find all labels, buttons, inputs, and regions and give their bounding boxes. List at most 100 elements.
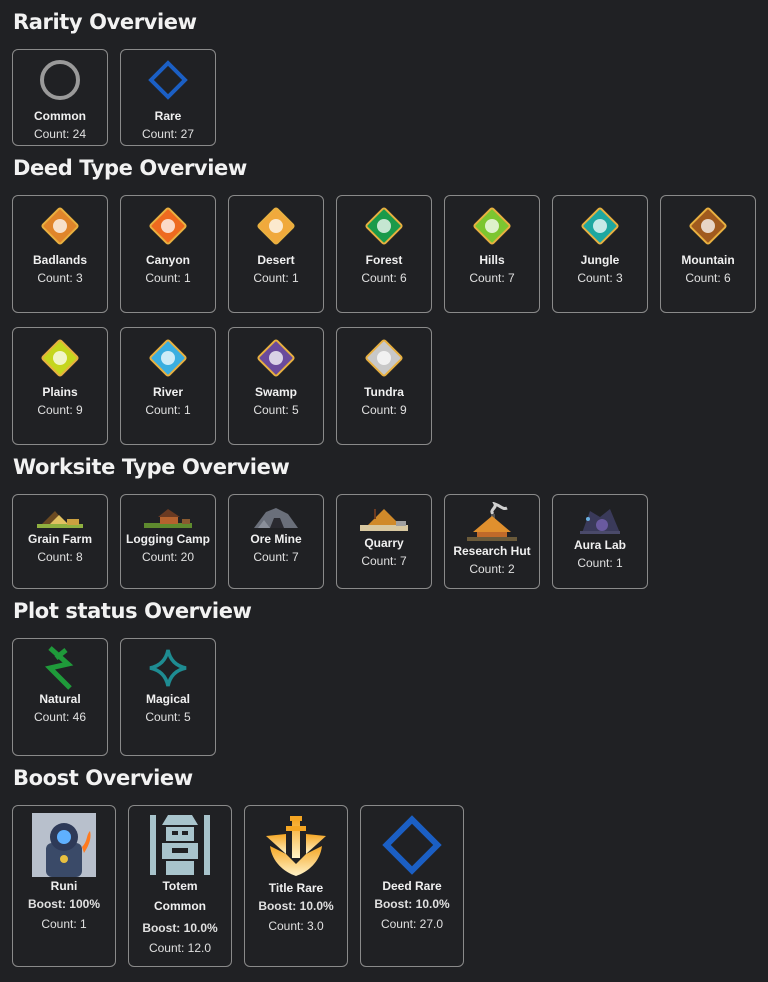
deed-rare-icon	[380, 812, 444, 878]
card-name: Deed Rare	[382, 879, 442, 893]
card-name: Swamp	[254, 385, 297, 399]
card-name: River	[152, 385, 184, 399]
rarity-card-rare[interactable]: Rare Count: 27	[120, 49, 216, 146]
worksite-type-overview-title: Worksite Type Overview	[13, 455, 290, 479]
card-count: Count: 3	[37, 271, 83, 285]
card-count: Count: 1	[577, 556, 623, 570]
card-name: Aura Lab	[573, 538, 626, 552]
card-count: Count: 3	[577, 271, 623, 285]
card-boost: Boost: 100%	[27, 897, 101, 911]
card-count: Count: 9	[361, 403, 407, 417]
card-count: Count: 5	[253, 403, 299, 417]
card-name: Forest	[365, 253, 403, 267]
card-name: Natural	[39, 692, 81, 706]
deed-type-overview-title: Deed Type Overview	[13, 156, 247, 180]
worksite-card-aura-lab[interactable]: Aura Lab Count: 1	[552, 494, 648, 589]
plot-card-magical[interactable]: Magical Count: 5	[120, 638, 216, 756]
plains-icon	[39, 332, 81, 384]
plot-card-natural[interactable]: Natural Count: 46	[12, 638, 108, 756]
diamond-icon	[146, 52, 190, 108]
card-count: Count: 5	[145, 710, 191, 724]
card-count: Count: 1	[41, 917, 87, 931]
circle-icon	[38, 52, 82, 108]
rarity-card-common[interactable]: Common Count: 24	[12, 49, 108, 146]
badlands-icon	[39, 200, 81, 252]
card-name: Desert	[257, 253, 295, 267]
worksite-card-quarry[interactable]: Quarry Count: 7	[336, 494, 432, 589]
card-count: Count: 6	[685, 271, 731, 285]
card-count: Count: 27.0	[380, 917, 444, 931]
boost-row: Runi Boost: 100% Count: 1 Totem Common B…	[12, 805, 464, 967]
card-boost: Boost: 10.0%	[142, 921, 218, 935]
jungle-icon	[579, 200, 621, 252]
card-name-secondary: Common	[154, 899, 206, 913]
hills-icon	[471, 200, 513, 252]
worksite-card-logging-camp[interactable]: Logging Camp Count: 20	[120, 494, 216, 589]
card-name: Ore Mine	[250, 532, 302, 546]
desert-icon	[255, 200, 297, 252]
card-count: Count: 6	[361, 271, 407, 285]
card-count: Count: 1	[253, 271, 299, 285]
card-name: Title Rare	[268, 881, 324, 895]
card-count: Count: 8	[37, 550, 83, 564]
card-name: Magical	[145, 692, 190, 706]
card-count: Count: 7	[361, 554, 407, 568]
card-count: Count: 24	[33, 127, 87, 141]
mountain-icon	[687, 200, 729, 252]
boost-card-totem[interactable]: Totem Common Boost: 10.0% Count: 12.0	[128, 805, 232, 967]
card-count: Count: 46	[33, 710, 87, 724]
worksite-row: Grain Farm Count: 8 Logging Camp Count: …	[12, 494, 648, 589]
card-name: Badlands	[32, 253, 87, 267]
plot-status-row: Natural Count: 46 Magical Count: 5	[12, 638, 216, 756]
grain-farm-icon	[37, 505, 83, 531]
card-name: Logging Camp	[126, 532, 210, 546]
card-count: Count: 27	[141, 127, 195, 141]
card-boost: Boost: 10.0%	[258, 899, 334, 913]
boost-card-runi[interactable]: Runi Boost: 100% Count: 1	[12, 805, 116, 967]
card-count: Count: 1	[145, 271, 191, 285]
aura-lab-icon	[576, 503, 624, 537]
tundra-icon	[363, 332, 405, 384]
card-name: Totem	[162, 879, 198, 893]
card-count: Count: 3.0	[268, 919, 324, 933]
card-boost: Boost: 10.0%	[374, 897, 450, 911]
logging-camp-icon	[144, 505, 192, 531]
boost-card-title-rare[interactable]: Title Rare Boost: 10.0% Count: 3.0	[244, 805, 348, 967]
canyon-icon	[147, 200, 189, 252]
card-name: Mountain	[681, 253, 735, 267]
card-name: Jungle	[580, 253, 620, 267]
swamp-icon	[255, 332, 297, 384]
card-name: Hills	[479, 253, 505, 267]
ore-mine-icon	[252, 505, 300, 531]
quarry-icon	[360, 503, 408, 535]
card-count: Count: 12.0	[148, 941, 212, 955]
card-count: Count: 9	[37, 403, 83, 417]
card-name: Grain Farm	[27, 532, 93, 546]
worksite-card-grain-farm[interactable]: Grain Farm Count: 8	[12, 494, 108, 589]
card-name: Tundra	[364, 385, 404, 399]
boost-card-deed-rare[interactable]: Deed Rare Boost: 10.0% Count: 27.0	[360, 805, 464, 967]
worksite-card-research-hut[interactable]: Research Hut Count: 2	[444, 494, 540, 589]
card-name: Research Hut	[453, 544, 531, 558]
title-rare-icon	[264, 812, 328, 880]
runi-icon	[32, 812, 96, 878]
worksite-card-ore-mine[interactable]: Ore Mine Count: 7	[228, 494, 324, 589]
card-count: Count: 1	[145, 403, 191, 417]
forest-icon	[363, 200, 405, 252]
plot-status-overview-title: Plot status Overview	[13, 599, 252, 623]
natural-icon	[40, 645, 80, 691]
card-count: Count: 7	[469, 271, 515, 285]
card-count: Count: 20	[141, 550, 195, 564]
